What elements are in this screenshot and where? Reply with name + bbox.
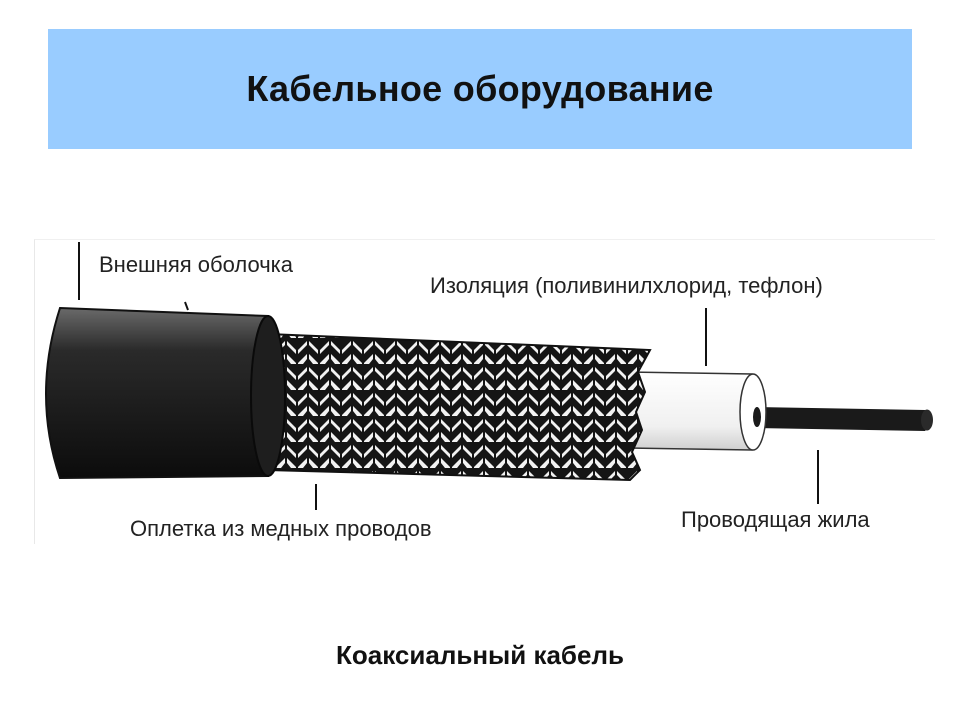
page-title: Кабельное оборудование <box>246 68 714 109</box>
conducting-core-wire <box>757 407 933 431</box>
leader-lines <box>78 242 819 510</box>
insulation-cylinder <box>624 371 767 451</box>
outer-sheath <box>45 301 286 480</box>
outer-sheath-label: Внешняя оболочка <box>99 252 294 277</box>
insulation-label: Изоляция (поливинилхлорид, тефлон) <box>430 273 823 298</box>
copper-braid <box>267 332 652 482</box>
title-banner: Кабельное оборудование <box>48 29 912 149</box>
core-label: Проводящая жила <box>681 507 870 532</box>
braid-label: Оплетка из медных проводов <box>130 516 432 541</box>
diagram-caption: Коаксиальный кабель <box>336 640 624 670</box>
